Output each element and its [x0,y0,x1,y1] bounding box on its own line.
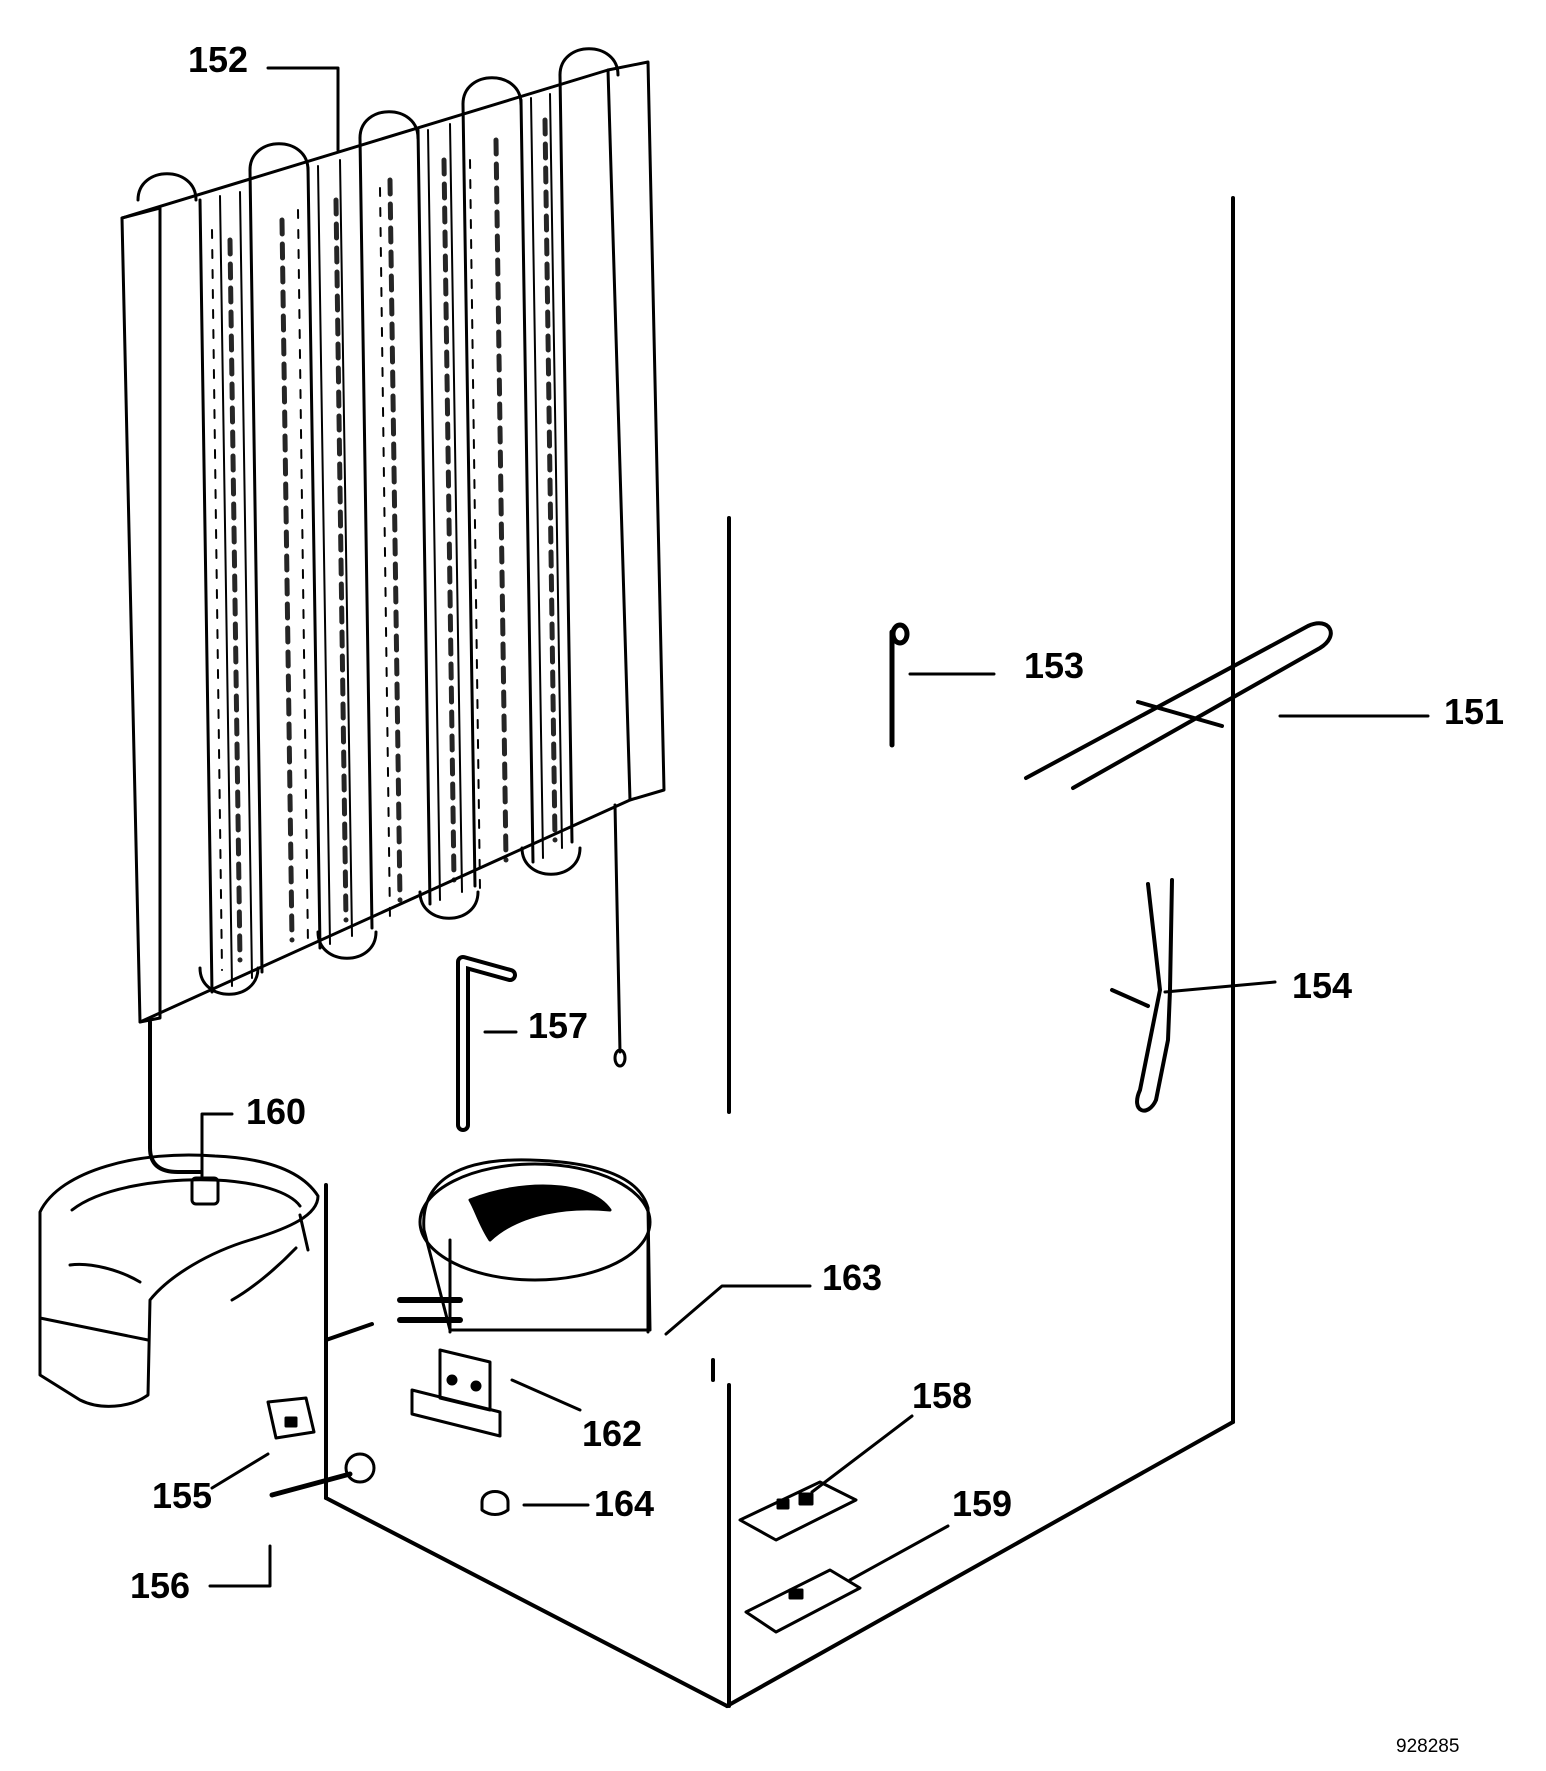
label-162: 162 [582,1413,642,1454]
overload-156 [269,1452,376,1498]
condenser-152 [120,47,666,1174]
label-152: 152 [188,39,248,80]
heater-151 [1024,621,1333,790]
label-164: 164 [594,1483,654,1524]
label-157: 157 [528,1005,588,1046]
label-156: 156 [130,1565,190,1606]
grommet-164 [480,1490,510,1516]
label-154: 154 [1292,965,1352,1006]
label-159: 159 [952,1483,1012,1524]
control-module-159 [744,1568,862,1634]
control-module-158 [738,1480,858,1542]
mounting-bracket-162 [410,1348,502,1438]
label-151: 151 [1444,691,1504,732]
thermostat-bulb-154 [1110,878,1174,1113]
relay-155 [266,1396,316,1440]
drier-153 [889,622,910,748]
compressor-163 [397,1158,652,1334]
drip-tray-160 [38,1153,320,1408]
label-153: 153 [1024,645,1084,686]
pipe-157 [456,955,517,1132]
label-158: 158 [912,1375,972,1416]
reference-number: 928285 [1396,1736,1459,1757]
cabinet-outline [324,196,1235,1708]
label-163: 163 [822,1257,882,1298]
label-160: 160 [246,1091,306,1132]
leader-lines [200,66,1430,1588]
label-155: 155 [152,1475,212,1516]
